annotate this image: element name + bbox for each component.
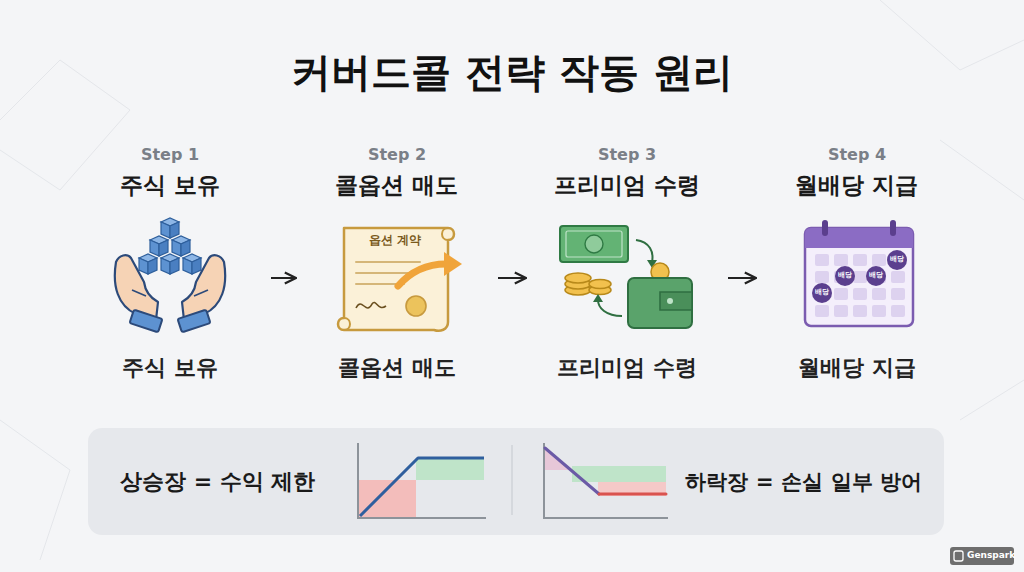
step-caption: 월배당 지급	[762, 354, 952, 382]
calendar-cell	[853, 254, 867, 266]
icon-space	[532, 199, 722, 354]
watermark: Genspark	[967, 551, 1015, 561]
flow-arrow	[271, 277, 296, 279]
dividend-calendar-icon	[805, 220, 913, 326]
calendar-cell	[834, 305, 848, 317]
step-heading: 프리미엄 수령	[532, 171, 722, 199]
calendar-cell	[872, 305, 886, 317]
calendar-cell	[853, 288, 867, 300]
stock-hands-icon	[115, 218, 225, 332]
step-box: Step 3프리미엄 수령프리미엄 수령	[532, 140, 722, 390]
premium-money-icon	[560, 226, 692, 328]
bear-market-chart	[544, 443, 668, 518]
step-box: Step 4월배당 지급월배당 지급	[762, 140, 952, 390]
summary-panel-box: 상승장 = 수익 제한 하락장 = 손실 일부 방어	[88, 428, 944, 535]
step-box: Step 1주식 보유주식 보유	[75, 140, 265, 390]
contract-label: 옵션 계약	[369, 234, 421, 247]
step-number: Step 1	[75, 145, 265, 165]
calendar-cell	[853, 271, 867, 283]
calendar-cell	[815, 271, 829, 283]
icon-space	[75, 199, 265, 354]
bull-market-chart	[358, 443, 486, 518]
panel-divider	[511, 445, 513, 515]
step-heading: 주식 보유	[75, 171, 265, 199]
background-lines	[0, 0, 1024, 560]
step-number: Step 4	[762, 145, 952, 165]
dividend-tag: 배당	[838, 272, 852, 280]
calendar-cell	[891, 305, 905, 317]
calendar-cell	[891, 271, 905, 283]
contract-scroll-icon	[338, 228, 462, 331]
calendar-cell	[834, 288, 848, 300]
flow-arrow	[498, 277, 526, 279]
step-heading: 콜옵션 매도	[302, 171, 492, 199]
calendar-cell	[891, 288, 905, 300]
step-caption: 주식 보유	[75, 354, 265, 382]
icon-space	[762, 199, 952, 354]
calendar-cell	[872, 254, 886, 266]
dividend-tag: 배당	[890, 256, 904, 264]
summary-panel	[88, 428, 944, 535]
flow-arrow	[728, 277, 756, 279]
icon-space	[302, 199, 492, 354]
diagram-title: 커버드콜 전략 작동 원리	[0, 44, 1024, 100]
step-box: Step 2콜옵션 매도콜옵션 매도	[302, 140, 492, 390]
market-note: 상승장 = 수익 제한	[120, 467, 315, 497]
step-caption: 콜옵션 매도	[302, 354, 492, 382]
calendar-cell	[853, 305, 867, 317]
calendar-cell	[815, 305, 829, 317]
calendar-cell	[834, 254, 848, 266]
step-number: Step 2	[302, 145, 492, 165]
market-note: 하락장 = 손실 일부 방어	[685, 467, 922, 497]
dividend-tag: 배당	[815, 289, 829, 297]
dividend-tag: 배당	[869, 272, 883, 280]
step-heading: 월배당 지급	[762, 171, 952, 199]
step-caption: 프리미엄 수령	[532, 354, 722, 382]
step-number: Step 3	[532, 145, 722, 165]
calendar-cell	[872, 288, 886, 300]
calendar-cell	[815, 254, 829, 266]
